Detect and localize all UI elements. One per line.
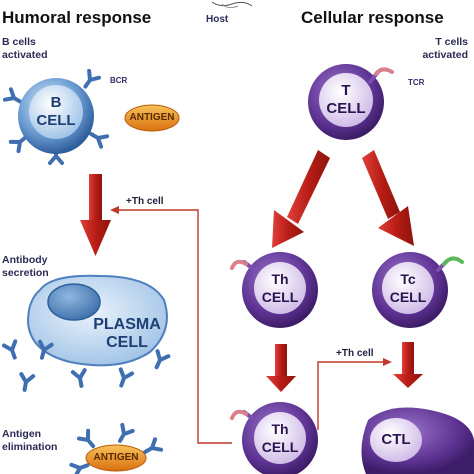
th-help-ctl-connector — [317, 358, 392, 430]
ctl-cell — [361, 407, 474, 474]
arrow-t-to-th — [272, 150, 330, 248]
arrow-b-to-plasma — [80, 174, 111, 256]
th-help-label: +Th cell — [126, 196, 164, 207]
arrow-tc-to-ctl — [393, 342, 423, 388]
b-cell — [18, 78, 94, 154]
b-cells-activated-label: B cells activated — [2, 36, 48, 61]
t-cell-label: T CELL — [326, 82, 366, 117]
host-label: Host — [206, 14, 229, 25]
antigen-label: ANTIGEN — [129, 112, 175, 123]
humoral-title: Humoral response — [2, 8, 152, 27]
antigen-elimination-label: Antigen elimination — [2, 428, 58, 453]
th-cell — [230, 252, 318, 328]
antigen-blob — [124, 104, 180, 132]
antigen-antibody-complex — [69, 422, 164, 474]
arrow-th-to-th2 — [266, 344, 296, 392]
ctl-label: CTL — [381, 431, 411, 448]
cellular-title: Cellular response — [301, 8, 444, 27]
tc-cell-label: Tc CELL — [389, 271, 427, 305]
tc-cell — [372, 252, 464, 328]
plasma-cell — [26, 274, 168, 367]
th-cell-label: Th CELL — [261, 271, 299, 305]
th-help-connector — [110, 206, 232, 444]
t-cell — [308, 64, 394, 140]
antibody-secretion-label: Antibody secretion — [2, 254, 49, 279]
tcr-label: TCR — [408, 78, 425, 87]
host-icon — [211, 1, 253, 8]
antigen-label-2: ANTIGEN — [93, 452, 139, 463]
plasma-cell-label: PLASMA CELL — [93, 316, 161, 351]
bcr-label: BCR — [110, 76, 128, 85]
th-cell-2 — [230, 402, 318, 474]
arrow-t-to-tc — [362, 150, 414, 246]
th-cell-2-label: Th CELL — [261, 421, 299, 455]
th-help-ctl-label: +Th cell — [336, 348, 374, 359]
t-cells-activated-label: T cells activated — [422, 36, 468, 61]
b-cell-label: B CELL — [36, 94, 76, 129]
